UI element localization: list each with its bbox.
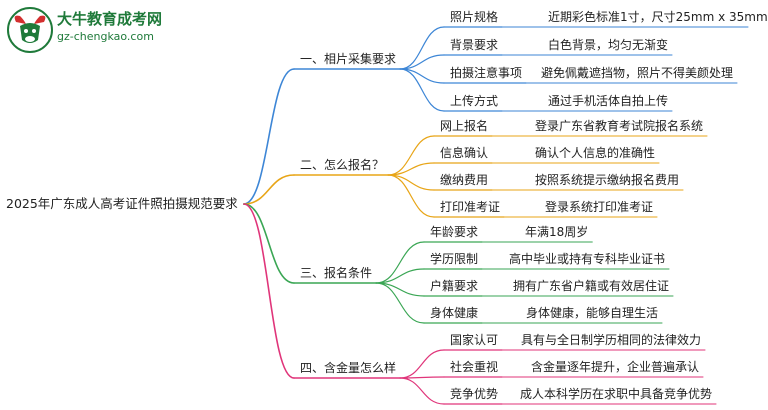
branch-connector [243,174,295,205]
child-connector [399,377,445,405]
leaf-value: 登录广东省教育考试院报名系统 [535,119,704,133]
brand-url: gz-chengkao.com [57,30,154,43]
brand-title: 大牛教育成考网 [57,10,163,28]
leaf-label: 学历限制 [430,252,479,266]
leaf-value: 近期彩色标准1寸，尺寸25mm x 35mm [548,10,768,24]
child-connector [399,54,445,70]
mindmap-connectors [243,26,749,405]
bull-head-logo-icon [7,7,53,53]
leaf-label: 网上报名 [440,119,489,133]
leaf-value: 拥有广东省户籍或有效居住证 [513,279,670,293]
leaf-label: 信息确认 [440,146,489,160]
leaf-value: 身体健康，能够自理生活 [526,306,659,320]
child-connector [375,268,425,284]
leaf-label: 身体健康 [430,306,479,320]
leaf-value: 确认个人信息的准确性 [535,146,656,160]
branch-how-to-register: 二、怎么报名？ [300,158,385,172]
leaf-value: 含金量逐年提升，企业普遍承认 [531,360,700,374]
leaf-label: 背景要求 [450,38,499,52]
child-connector [399,68,445,112]
leaf-label: 缴纳费用 [440,173,489,187]
leaf-value: 具有与全日制学历相同的法律效力 [521,333,702,347]
child-connector [399,349,445,379]
child-connector [387,162,435,176]
leaf-value: 按照系统提示缴纳报名费用 [535,173,680,187]
leaf-value: 白色背景，均匀无渐变 [548,38,669,52]
branch-value-of-degree: 四、含金量怎么样 [300,361,397,375]
branch-connector [243,203,295,379]
child-connector [387,174,435,218]
leaf-label: 户籍要求 [430,279,479,293]
leaf-value: 通过手机活体自拍上传 [548,94,669,108]
leaf-value: 登录系统打印准考证 [545,200,654,214]
leaf-label: 照片规格 [450,10,499,24]
child-connector [387,135,435,176]
child-connector [375,282,425,324]
branch-eligibility: 三、报名条件 [300,266,373,280]
mindmap: 大牛教育成考网 gz-chengkao.com 2025年广东成人高考证件照拍摄… [6,7,768,405]
child-connector [387,174,435,191]
leaf-value: 年满18周岁 [525,225,589,239]
leaf-label: 社会重视 [450,360,499,374]
leaf-label: 打印准考证 [440,200,501,214]
leaf-value: 高中毕业或持有专科毕业证书 [509,252,666,266]
leaf-label: 国家认可 [450,333,499,347]
child-connector [375,241,425,284]
leaf-label: 竞争优势 [450,387,499,401]
branch-connector [243,68,295,205]
branch-connector [243,203,295,284]
leaf-label: 年龄要求 [430,225,479,239]
child-connector [399,26,445,70]
leaf-value: 避免佩戴遮挡物，照片不得美颜处理 [541,66,734,80]
branch-photo-requirements: 一、相片采集要求 [300,52,397,66]
leaf-label: 上传方式 [450,94,499,108]
root-topic: 2025年广东成人高考证件照拍摄规范要求 [6,196,238,211]
leaf-value: 成人本科学历在求职中具备竞争优势 [520,387,713,401]
leaf-label: 拍摄注意事项 [450,66,523,80]
